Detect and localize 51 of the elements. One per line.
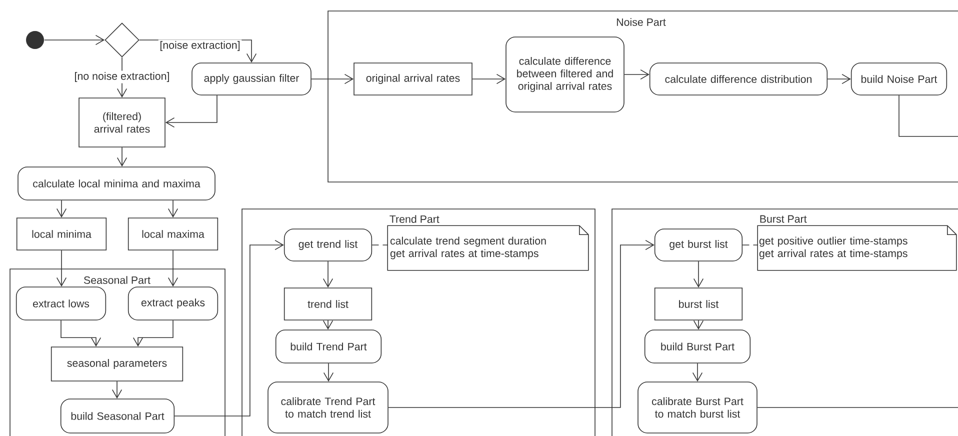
flow-arrow bbox=[174, 240, 284, 416]
flow-arrow bbox=[693, 261, 704, 288]
dashed-line bbox=[372, 244, 388, 246]
action-box: calculate difference between filtered and original arrival rates bbox=[506, 36, 624, 112]
action-box: get trend list bbox=[284, 228, 372, 262]
flow-arrow bbox=[311, 74, 354, 84]
flow-arrow bbox=[168, 250, 178, 287]
flow-arrow bbox=[472, 74, 506, 84]
start-node bbox=[26, 31, 44, 49]
dashed-line bbox=[742, 244, 758, 246]
flow-arrow bbox=[56, 200, 67, 218]
action-box: extract peaks bbox=[128, 286, 218, 320]
action-box: calibrate Trend Part to match trend list bbox=[268, 382, 388, 434]
action-box: build Trend Part bbox=[275, 330, 382, 364]
flow-arrow bbox=[323, 363, 334, 382]
guard-label: [no noise extraction] bbox=[72, 70, 172, 84]
flow-line bbox=[757, 407, 958, 408]
action-box: get burst list bbox=[654, 228, 743, 262]
action-box: apply gaussian filter bbox=[192, 62, 312, 96]
flow-arrow bbox=[132, 320, 174, 347]
object-box: original arrival rates bbox=[354, 62, 472, 96]
note: calculate trend segment duration get arrival rates at time-stamps bbox=[387, 225, 589, 271]
decision-diamond bbox=[104, 22, 140, 58]
action-box: calculate local minima and maxima bbox=[18, 166, 216, 200]
guard-label: [noise extraction] bbox=[158, 40, 242, 52]
flow-arrow bbox=[56, 250, 67, 287]
flow-arrow bbox=[116, 147, 128, 167]
action-box: calibrate Burst Part to match burst list bbox=[638, 382, 758, 434]
action-box: build Burst Part bbox=[644, 330, 751, 364]
flow-arrow bbox=[44, 34, 105, 46]
action-box: build Noise Part bbox=[850, 62, 948, 96]
action-box: build Seasonal Part bbox=[60, 398, 175, 434]
object-box: burst list bbox=[654, 288, 743, 320]
action-box: extract lows bbox=[16, 286, 106, 320]
flow-arrow bbox=[112, 381, 122, 399]
flow-arrow bbox=[692, 363, 703, 382]
flow-arrow bbox=[624, 69, 650, 80]
flow-arrow bbox=[168, 200, 178, 218]
flow-line bbox=[898, 95, 958, 137]
flow-arrow bbox=[388, 240, 654, 408]
object-box: local minima bbox=[16, 218, 107, 250]
flow-arrow bbox=[827, 74, 851, 84]
object-box: trend list bbox=[284, 288, 372, 320]
action-box: calculate difference distribution bbox=[649, 62, 828, 96]
flow-arrow bbox=[322, 261, 334, 288]
note: get positive outlier time-stamps get arrival rates at time-stamps bbox=[757, 225, 957, 271]
flow-arrow bbox=[165, 95, 218, 128]
object-box: seasonal parameters bbox=[50, 346, 184, 382]
object-box: local maxima bbox=[128, 218, 218, 250]
object-box: (filtered) arrival rates bbox=[78, 98, 166, 148]
flow-arrow bbox=[60, 320, 102, 347]
